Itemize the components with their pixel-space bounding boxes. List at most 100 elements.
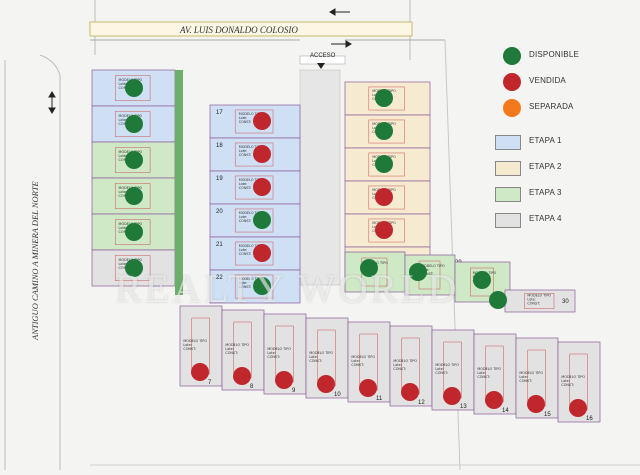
lot-label: MODELO TIPO (421, 264, 445, 268)
main-avenue-label: AV. LUIS DONALDO COLOSIO (179, 25, 298, 35)
status-dot (375, 122, 393, 140)
house-footprint (368, 119, 405, 144)
lot-label: CONST: (239, 186, 252, 190)
house-footprint (234, 274, 274, 299)
lot-label: Lote: (239, 215, 247, 219)
direction-arrows (48, 8, 352, 114)
legend-label: VENDIDA (529, 76, 566, 85)
lot-label: Lote: (519, 375, 527, 379)
status-dot (485, 391, 503, 409)
lot-label: Lote: (119, 82, 127, 86)
entrance-label: ACCESO (310, 53, 336, 59)
legend-label: ETAPA 2 (529, 162, 562, 171)
lot-label: CONST: (519, 379, 532, 383)
lot-label: CONST: (239, 219, 252, 223)
legend-item-etapa-4: ETAPA 4 (495, 209, 635, 235)
house-footprint (368, 152, 405, 177)
lot-label: Lote: (351, 359, 359, 363)
lot-label: MODELO TIPO (267, 347, 291, 351)
lot-label: Lote: (119, 154, 127, 158)
lot-label: CONST: (225, 351, 238, 355)
status-dot (409, 263, 427, 281)
status-dot (253, 244, 271, 262)
house-footprint (114, 147, 151, 173)
status-dot (375, 188, 393, 206)
legend-item-etapa-3: ETAPA 3 (495, 183, 635, 209)
lot-label: Lote: (239, 281, 247, 285)
house-footprint (234, 109, 274, 134)
status-dot (375, 221, 393, 239)
lot-label: MODELO TIPO (225, 343, 249, 347)
lot-number: 14 (502, 408, 509, 414)
lot-label: Lote: (119, 226, 127, 230)
status-dot (125, 79, 143, 97)
lot-number: 19 (216, 176, 223, 182)
lot-label: CONST: (239, 153, 252, 157)
status-dot (125, 187, 143, 205)
lot-number: 17 (216, 110, 223, 116)
lot-label: MODELO TIPO (239, 244, 263, 248)
lot-label: CONST: (239, 252, 252, 256)
lot-number: 22 (216, 275, 223, 281)
legend-item-disponible: DISPONIBLE (495, 45, 635, 71)
status-dot (125, 259, 143, 277)
status-dot (233, 367, 251, 385)
lot-label: Lote: (561, 379, 569, 383)
legend-item-etapa-1: ETAPA 1 (495, 131, 635, 157)
stage-swatch (495, 161, 521, 176)
legend-label: SEPARADA (529, 102, 574, 111)
legend: DISPONIBLE VENDIDA SEPARADA ETAPA 1 ETAP… (495, 45, 635, 235)
house-footprint (114, 183, 151, 209)
lot-label: MODELO TIPO (239, 277, 263, 281)
status-dot (191, 363, 209, 381)
lot-number: 30 (562, 299, 569, 305)
lot-label: MODELO TIPO (561, 375, 585, 379)
legend-item-vendida: VENDIDA (495, 71, 635, 97)
stage-swatch (495, 135, 521, 150)
lot-label: Lote: (225, 347, 233, 351)
status-dot (359, 379, 377, 397)
lot-label: CONST: (267, 355, 280, 359)
status-dot (253, 277, 271, 295)
status-dot (125, 151, 143, 169)
house-footprint (368, 185, 405, 210)
lot-label: CONST: (393, 367, 406, 371)
side-road-label: ANTIGUO CAMINO A MINERA DEL NORTE (30, 180, 40, 341)
entrance-arrow-icon (317, 63, 325, 69)
status-dot (253, 178, 271, 196)
lot-label: CONST: (421, 272, 434, 276)
status-dot (253, 211, 271, 229)
